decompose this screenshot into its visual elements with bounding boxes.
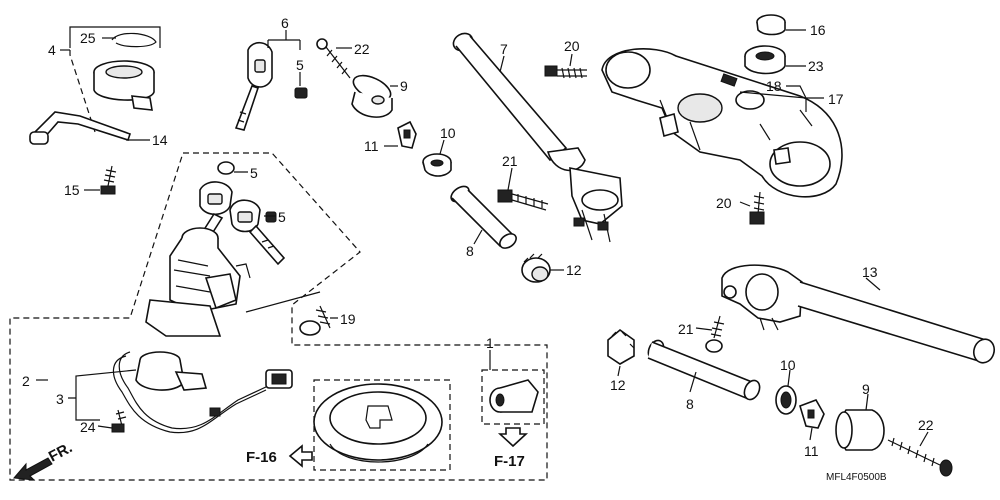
callout-22-top: 22 bbox=[354, 41, 370, 57]
callout-17: 17 bbox=[828, 91, 844, 107]
key-part-6 bbox=[234, 41, 273, 131]
callout-20-right: 20 bbox=[716, 195, 732, 211]
callout-3: 3 bbox=[56, 391, 64, 407]
reference-f16: F-16 bbox=[246, 449, 277, 466]
ignition-switch-assembly bbox=[145, 161, 286, 337]
gear-part-12-top bbox=[521, 253, 551, 283]
collar-part-10-bottom bbox=[775, 385, 797, 415]
barrel-weight-part-9-bottom bbox=[835, 409, 885, 451]
callout-12-top: 12 bbox=[566, 262, 582, 278]
callout-7: 7 bbox=[500, 41, 508, 57]
stay-bracket-part-14 bbox=[29, 111, 132, 145]
screw-part-22-top bbox=[316, 38, 351, 79]
callout-5-top: 5 bbox=[296, 57, 304, 73]
callout-22-bottom: 22 bbox=[918, 417, 934, 433]
circlip-part-25 bbox=[111, 32, 157, 48]
bolt-part-20-top bbox=[544, 65, 587, 79]
callout-4: 4 bbox=[48, 42, 56, 58]
callout-25: 25 bbox=[80, 30, 96, 46]
group-outline-main bbox=[9, 152, 548, 481]
bolt-part-20-right bbox=[749, 191, 765, 225]
arrow-f17-icon bbox=[497, 427, 529, 448]
rubber-part-11-top bbox=[397, 120, 417, 149]
nut-part-5-top bbox=[294, 87, 308, 99]
callout-21-top: 21 bbox=[502, 153, 518, 169]
screw-part-24 bbox=[111, 409, 127, 433]
callout-19: 19 bbox=[340, 311, 356, 327]
callout-15: 15 bbox=[64, 182, 80, 198]
callout-1: 1 bbox=[486, 335, 494, 351]
bolt-part-21-right bbox=[705, 315, 725, 353]
callout-16: 16 bbox=[810, 22, 826, 38]
lock-cover-part-4 bbox=[93, 60, 155, 111]
reference-f17: F-17 bbox=[494, 453, 525, 470]
diagram-code: MFL4F0500B bbox=[826, 472, 887, 483]
handlebar-part-13 bbox=[721, 264, 996, 364]
arrow-f16-icon bbox=[288, 444, 313, 468]
callout-13: 13 bbox=[862, 264, 878, 280]
rubber-part-11-bottom bbox=[799, 399, 825, 429]
front-direction-arrow-icon bbox=[12, 457, 53, 481]
bolt-part-21-top bbox=[497, 189, 549, 211]
callout-21-right: 21 bbox=[678, 321, 694, 337]
switch-harness-part-3 bbox=[112, 351, 293, 434]
callout-8-top: 8 bbox=[466, 243, 474, 259]
callout-11-bottom: 11 bbox=[804, 443, 819, 459]
callout-24: 24 bbox=[80, 419, 96, 435]
callout-2: 2 bbox=[22, 373, 30, 389]
barrel-weight-part-9-top bbox=[351, 74, 393, 118]
callout-20-top: 20 bbox=[564, 38, 580, 54]
callout-14: 14 bbox=[152, 132, 168, 148]
callout-9-top: 9 bbox=[400, 78, 408, 94]
top-bridge-part-17 bbox=[601, 48, 843, 198]
callout-12-bottom: 12 bbox=[610, 377, 626, 393]
callout-9-bottom: 9 bbox=[862, 381, 870, 397]
bolt-part-15 bbox=[100, 165, 117, 195]
callout-6: 6 bbox=[281, 15, 289, 31]
callout-labels: 25 4 6 5 22 9 7 20 16 23 18 17 14 15 11 … bbox=[22, 15, 934, 483]
key-cylinder-part-1 bbox=[481, 369, 545, 425]
callout-8-bottom: 8 bbox=[686, 396, 694, 412]
callout-10-top: 10 bbox=[440, 125, 456, 141]
callout-10-bottom: 10 bbox=[780, 357, 796, 373]
callout-5-mid-a: 5 bbox=[250, 165, 258, 181]
callout-18: 18 bbox=[766, 78, 782, 94]
fuel-cap-assembly bbox=[313, 379, 451, 471]
stem-nut-part-23 bbox=[744, 45, 786, 75]
tube-part-8-bottom bbox=[647, 339, 761, 401]
leader-lines bbox=[36, 29, 929, 447]
callout-23: 23 bbox=[808, 58, 824, 74]
handlebar-part-7 bbox=[452, 32, 623, 243]
cap-part-16 bbox=[756, 14, 786, 36]
tube-part-8-top bbox=[450, 185, 517, 249]
bolt-part-19 bbox=[299, 305, 331, 336]
screw-part-22-bottom bbox=[887, 437, 953, 477]
callout-11-top: 11 bbox=[364, 138, 379, 154]
gear-part-12-bottom bbox=[607, 328, 635, 365]
callout-5-mid-b: 5 bbox=[278, 209, 286, 225]
collar-part-10-top bbox=[422, 153, 452, 177]
